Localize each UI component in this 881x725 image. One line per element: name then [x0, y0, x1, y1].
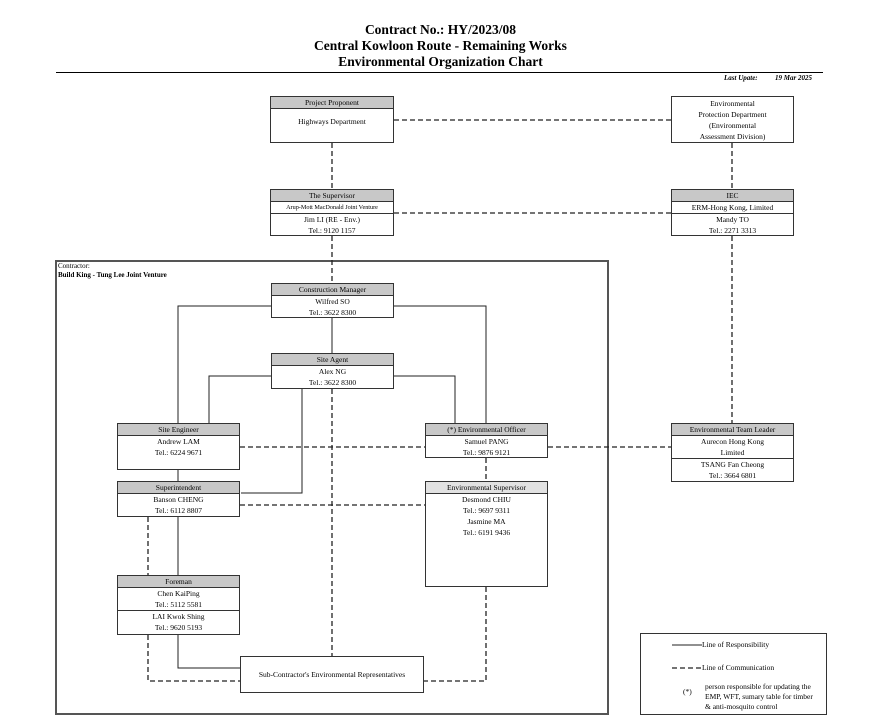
foreman-tel1: Tel.: 5112 5581: [155, 600, 202, 609]
legend-communication: Line of Communication: [702, 663, 775, 672]
eo-title: (*) Environmental Officer: [426, 424, 547, 436]
box-superintendent: Superintendent Banson CHENG Tel.: 6112 8…: [117, 481, 240, 517]
supervisor-org: Arup-Mott MacDonald Joint Venture: [286, 204, 378, 211]
proponent-org: Highways Department: [298, 117, 366, 126]
cm-title: Construction Manager: [272, 284, 393, 296]
superintendent-title: Superintendent: [118, 482, 239, 494]
superintendent-tel: Tel.: 6112 8807: [155, 506, 202, 515]
foreman-tel2: Tel.: 9620 5193: [154, 623, 203, 632]
box-environmental-officer: (*) Environmental Officer Samuel PANG Te…: [425, 423, 548, 458]
foreman-title: Foreman: [118, 576, 239, 588]
title-chart: Environmental Organization Chart: [338, 54, 543, 69]
title-contract-no: Contract No.: HY/2023/08: [364, 22, 517, 37]
legend-note3: & anti-mosquito control: [705, 702, 778, 711]
es-tel2: Tel.: 6191 9436: [462, 528, 511, 537]
foreman-person2: LAI Kwok Shing: [118, 610, 239, 622]
engineer-title: Site Engineer: [118, 424, 239, 436]
supervisor-person: Jim LI (RE - Env.): [271, 213, 393, 225]
etl-title: Environmental Team Leader: [672, 424, 793, 436]
box-site-agent: Site Agent Alex NG Tel.: 3622 8300: [271, 353, 394, 389]
box-iec: IEC ERM-Hong Kong, Limited Mandy TO Tel.…: [671, 189, 794, 236]
epd-line1: Environmental: [710, 99, 755, 108]
eo-person: Samuel PANG: [464, 437, 509, 446]
cm-person: Wilfred SO: [315, 297, 350, 306]
legend-star: (*): [683, 687, 692, 696]
box-site-engineer: Site Engineer Andrew LAM Tel.: 6224 9671: [117, 423, 240, 470]
update-date: 19 Mar 2025: [775, 74, 812, 82]
header-divider: [56, 72, 823, 73]
agent-tel: Tel.: 3622 8300: [308, 378, 357, 387]
epd-line4: Assessment Division): [699, 132, 766, 141]
etl-tel: Tel.: 3664 6801: [708, 471, 757, 480]
box-environmental-team-leader: Environmental Team Leader Aurecon Hong K…: [671, 423, 794, 482]
contractor-name: Build King - Tung Lee Joint Venture: [58, 271, 167, 279]
proponent-title: Project Proponent: [271, 97, 393, 109]
iec-person: Mandy TO: [672, 213, 793, 225]
box-foreman: Foreman Chen KaiPing Tel.: 5112 5581 LAI…: [117, 575, 240, 635]
epd-line2: Protection Department: [698, 110, 767, 119]
engineer-person: Andrew LAM: [157, 437, 200, 446]
etl-person: TSANG Fan Cheong: [672, 458, 793, 470]
legend: [640, 633, 827, 715]
foreman-person1: Chen KaiPing: [157, 589, 200, 598]
agent-person: Alex NG: [318, 367, 347, 376]
legend-note2: EMP, WFT, sumary table for timber: [705, 692, 813, 701]
box-epd: Environmental Protection Department (Env…: [671, 96, 794, 143]
iec-org: ERM-Hong Kong, Limited: [691, 203, 774, 212]
contractor-label: Contractor:: [58, 262, 90, 270]
communication-lines: [147, 119, 733, 682]
iec-tel: Tel.: 2271 3313: [708, 226, 757, 235]
es-person2: Jasmine MA: [467, 517, 506, 526]
box-supervisor: The Supervisor Arup-Mott MacDonald Joint…: [270, 189, 394, 236]
eo-tel: Tel.: 9876 9121: [462, 448, 511, 457]
agent-title: Site Agent: [272, 354, 393, 366]
box-construction-manager: Construction Manager Wilfred SO Tel.: 36…: [271, 283, 394, 318]
epd-line3: (Environmental: [708, 121, 757, 130]
responsibility-lines: [177, 305, 487, 669]
box-subcontractor-reps: Sub-Contractor's Environmental Represent…: [240, 656, 424, 693]
superintendent-person: Banson CHENG: [153, 495, 204, 504]
title-project: Central Kowloon Route - Remaining Works: [314, 38, 567, 53]
es-tel1: Tel.: 9697 9311: [463, 506, 510, 515]
update-label: Last Upate:: [724, 74, 758, 82]
engineer-tel: Tel.: 6224 9671: [154, 448, 203, 457]
etl-org2: Limited: [720, 448, 745, 457]
supervisor-title: The Supervisor: [271, 190, 393, 202]
box-environmental-supervisor: Environmental Supervisor Desmond CHIU Te…: [425, 481, 548, 587]
box-project-proponent: Project Proponent Highways Department: [270, 96, 394, 143]
cm-tel: Tel.: 3622 8300: [308, 308, 357, 317]
legend-responsibility: Line of Responsibility: [702, 640, 770, 649]
subcon-label: Sub-Contractor's Environmental Represent…: [258, 670, 406, 679]
legend-note1: person responsible for updating the: [705, 682, 811, 691]
supervisor-tel: Tel.: 9120 1157: [308, 226, 356, 235]
iec-title: IEC: [672, 190, 793, 202]
es-title: Environmental Supervisor: [426, 482, 547, 494]
es-person1: Desmond CHIU: [462, 495, 511, 504]
etl-org1: Aurecon Hong Kong: [701, 437, 764, 446]
